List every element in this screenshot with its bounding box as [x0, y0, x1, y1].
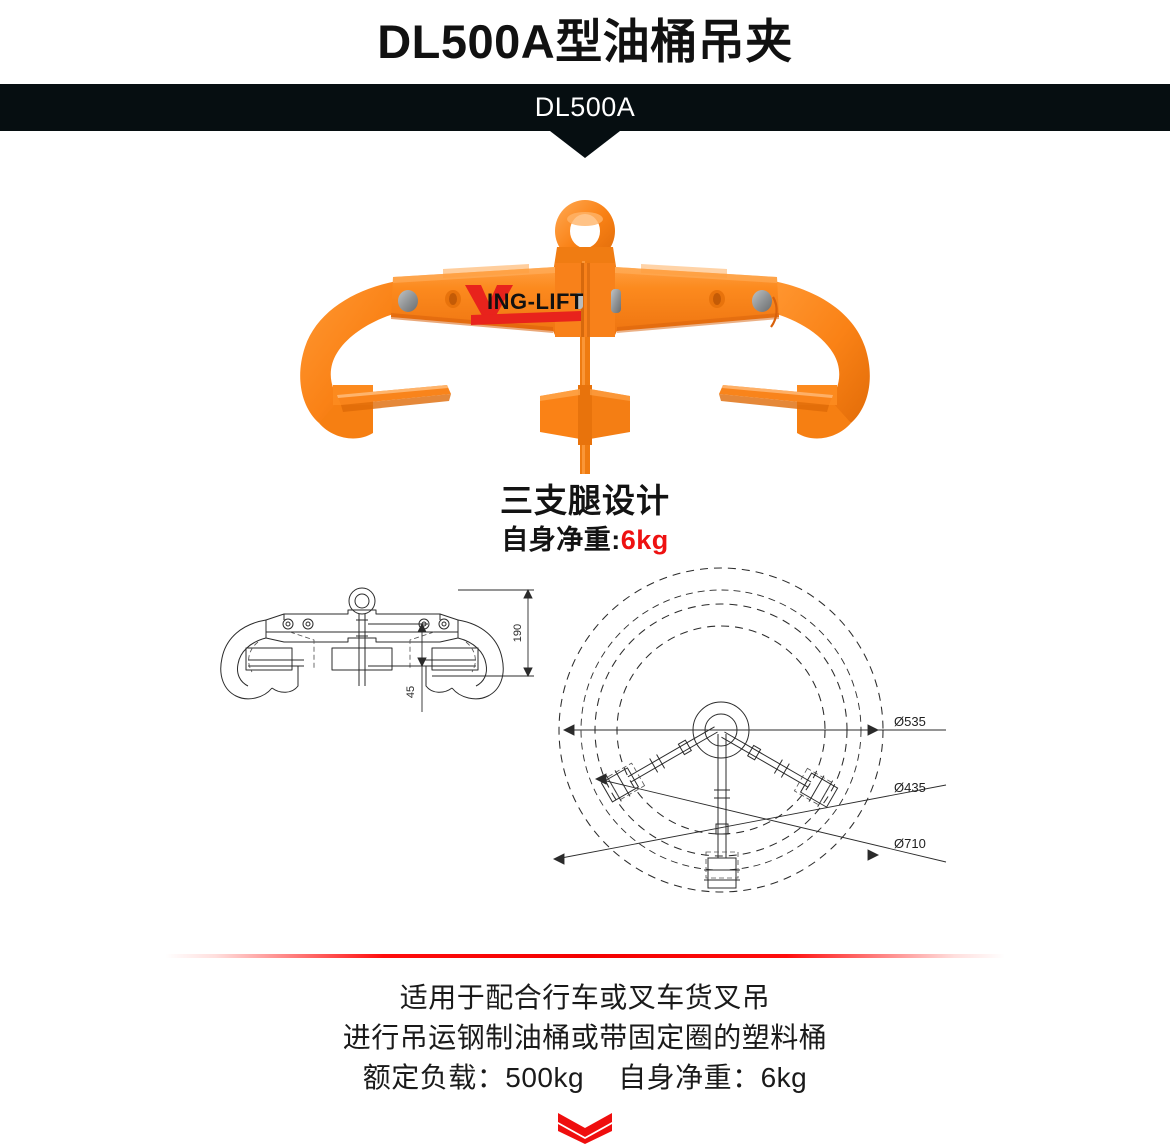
caption-design-line: 三支腿设计: [500, 482, 670, 519]
center-leg-fins: [540, 385, 630, 445]
technical-drawings: 190 45: [0, 567, 1170, 946]
right-pivot-pin: [752, 290, 772, 312]
usage-line-2: 进行吊运钢制油桶或带固定圈的塑料桶: [342, 1022, 828, 1053]
model-banner-label: DL500A: [534, 92, 636, 122]
three-legs: [600, 726, 839, 889]
diameter-leaders: [552, 724, 947, 865]
rated-load-value: 500kg: [505, 1062, 585, 1093]
net-weight-value: 6kg: [760, 1062, 808, 1093]
plan-view-drawing: Ø435 Ø535 Ø710: [552, 567, 947, 893]
safety-wire: [770, 296, 778, 328]
rated-load-label: 额定负载：: [362, 1062, 506, 1093]
brand-logo: ING-LIFT: [465, 285, 584, 325]
center-leg: [580, 261, 590, 474]
rating-line: 额定负载：500kg 自身净重：6kg: [0, 1058, 1170, 1098]
dim-45-label: 45: [405, 686, 417, 698]
left-arm: [300, 281, 451, 439]
dim-190-line: [432, 588, 534, 678]
usage-line-1: 适用于配合行车或叉车货叉吊: [399, 982, 771, 1013]
hardware-pins: [398, 289, 778, 328]
red-divider: [165, 954, 1005, 958]
dim-190-label: 190: [512, 624, 524, 642]
brand-text: ING-LIFT: [487, 289, 584, 314]
page-title: DL500A型油桶吊夹: [377, 15, 793, 68]
double-chevron-down-icon[interactable]: [554, 1110, 616, 1144]
dim-d535-label: Ø535: [894, 714, 926, 729]
caption-weight-line: 自身净重:6kg: [0, 522, 1170, 558]
caption-weight-label: 自身净重:: [501, 525, 621, 555]
cotter-pin: [575, 293, 583, 309]
footer-spec-block: 适用于配合行车或叉车货叉吊 进行吊运钢制油桶或带固定圈的塑料桶 额定负载：500…: [0, 978, 1170, 1098]
left-pivot-pin: [398, 290, 418, 312]
front-elevation-drawing: 190 45: [220, 587, 534, 712]
net-weight-label: 自身净重：: [618, 1062, 761, 1093]
photo-caption-block: 三支腿设计 自身净重:6kg: [0, 480, 1170, 558]
latch-pin: [611, 289, 621, 313]
dim-d435-label: Ø435: [894, 780, 926, 795]
dim-d710-label: Ø710: [894, 836, 926, 851]
drum-lifter-illustration: ING-LIFT: [300, 200, 870, 474]
dim-45-line: [368, 622, 428, 712]
model-banner: DL500A: [0, 84, 1170, 158]
right-arm: [719, 281, 870, 439]
product-photo: ING-LIFT: [0, 189, 1170, 474]
red-divider-wrap: [0, 954, 1170, 958]
scroll-down-chevrons[interactable]: [0, 1110, 1170, 1144]
banner-notch-triangle: [550, 131, 620, 158]
caption-weight-value: 6kg: [620, 525, 669, 555]
